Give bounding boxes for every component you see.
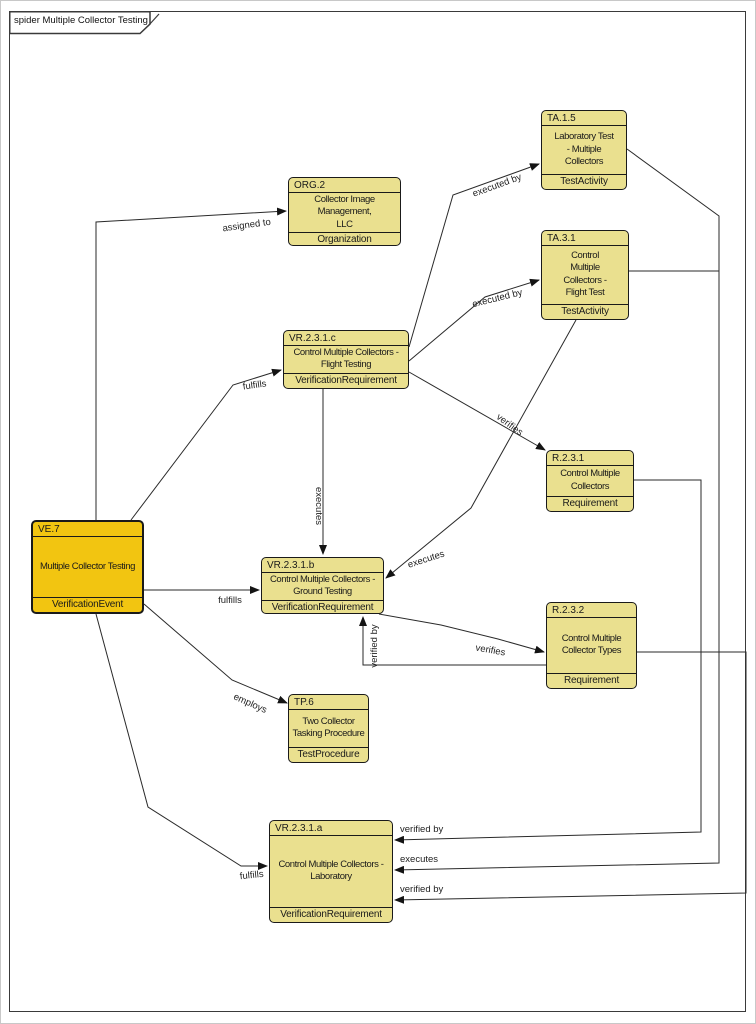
node-type: VerificationRequirement (270, 906, 392, 923)
node-ta-1-5[interactable]: TA.1.5 Laboratory Test - Multiple Collec… (541, 110, 627, 190)
node-type: TestActivity (542, 173, 626, 190)
node-tp-6[interactable]: TP.6 Two Collector Tasking Procedure Tes… (288, 694, 369, 763)
node-name: Control Multiple Collectors - Ground Tes… (269, 574, 376, 598)
node-type: TestActivity (542, 303, 628, 320)
diagram-title-tab (9, 11, 160, 35)
node-number: VE.7 (33, 522, 142, 537)
node-number: R.2.3.2 (547, 603, 636, 618)
node-org-2[interactable]: ORG.2 Collector Image Management, LLC Or… (288, 177, 401, 246)
node-type: VerificationRequirement (284, 372, 408, 389)
node-ta-3-1[interactable]: TA.3.1 Control Multiple Collectors - Fli… (541, 230, 629, 320)
node-type: Requirement (547, 672, 636, 689)
node-number: TA.1.5 (542, 111, 626, 126)
diagram-title: spider Multiple Collector Testing (14, 15, 148, 26)
node-name: Control Multiple Collectors - Flight Tes… (293, 347, 399, 371)
node-type: VerificationEvent (33, 596, 142, 613)
node-number: VR.2.3.1.c (284, 331, 408, 346)
node-number: R.2.3.1 (547, 451, 633, 466)
node-number: TP.6 (289, 695, 368, 710)
node-name: Control Multiple Collectors - Flight Tes… (563, 250, 607, 299)
node-name: Collector Image Management, LLC (314, 194, 375, 230)
node-type: VerificationRequirement (262, 599, 383, 616)
node-r-2-3-1[interactable]: R.2.3.1 Control Multiple Collectors Requ… (546, 450, 634, 512)
node-name: Control Multiple Collectors - Laboratory (278, 858, 384, 883)
node-number: VR.2.3.1.a (270, 821, 392, 836)
node-number: TA.3.1 (542, 231, 628, 246)
node-r-2-3-2[interactable]: R.2.3.2 Control Multiple Collector Types… (546, 602, 637, 689)
node-vr-2-3-1-b[interactable]: VR.2.3.1.b Control Multiple Collectors -… (261, 557, 384, 614)
node-name: Two Collector Tasking Procedure (292, 715, 365, 740)
node-type: TestProcedure (289, 746, 368, 763)
node-name: Laboratory Test - Multiple Collectors (554, 131, 614, 167)
node-type: Requirement (547, 495, 633, 512)
node-number: VR.2.3.1.b (262, 558, 383, 573)
node-name: Multiple Collector Testing (39, 560, 136, 572)
node-name: Control Multiple Collectors (560, 468, 620, 492)
node-name: Control Multiple Collector Types (561, 632, 622, 657)
node-type: Organization (289, 232, 400, 248)
node-ve-7[interactable]: VE.7 Multiple Collector Testing Verifica… (31, 520, 144, 614)
node-vr-2-3-1-a[interactable]: VR.2.3.1.a Control Multiple Collectors -… (269, 820, 393, 923)
node-vr-2-3-1-c[interactable]: VR.2.3.1.c Control Multiple Collectors -… (283, 330, 409, 389)
node-number: ORG.2 (289, 178, 400, 193)
